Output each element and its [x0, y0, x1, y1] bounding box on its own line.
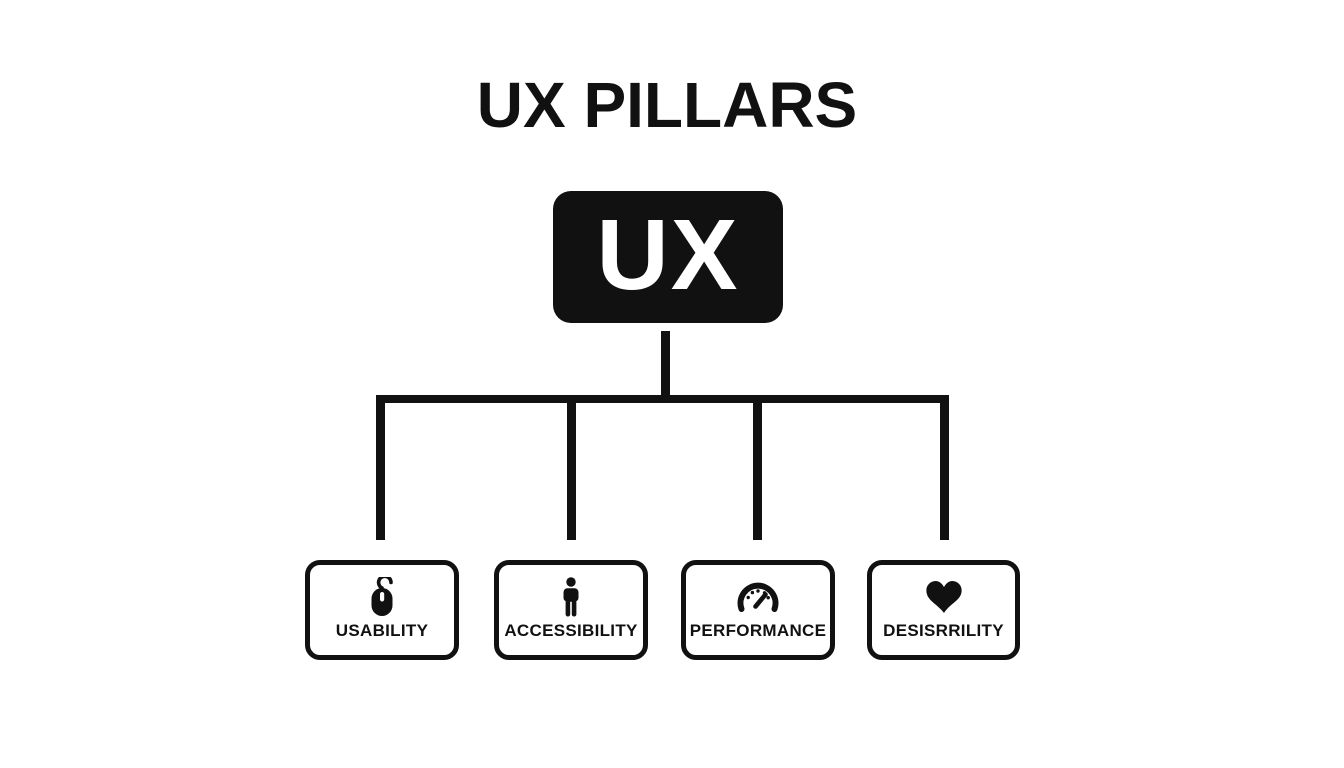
connector-drop-usability — [376, 395, 385, 540]
pillar-label-performance: PERFORMANCE — [689, 621, 827, 641]
connector-horizontal — [376, 395, 949, 403]
connector-stem — [661, 331, 670, 403]
mouse-icon — [367, 577, 397, 617]
root-node-label: UX — [596, 199, 740, 311]
pillar-usability: USABILITY — [305, 560, 459, 660]
connector-drop-performance — [753, 395, 762, 540]
pillar-label-desirability: DESISRRILITY — [883, 621, 1004, 641]
diagram-title: UX PILLARS — [476, 69, 858, 141]
pillar-performance: PERFORMANCE — [681, 560, 835, 660]
gauge-icon — [734, 577, 782, 617]
pillar-accessibility: ACCESSIBILITY — [494, 560, 648, 660]
connector-drop-accessibility — [567, 395, 576, 540]
root-node-ux: UX — [553, 191, 783, 323]
connector-drop-desirability — [940, 395, 949, 540]
heart-icon — [925, 577, 963, 617]
pillar-label-accessibility: ACCESSIBILITY — [504, 621, 638, 641]
pillar-desirability: DESISRRILITY — [867, 560, 1020, 660]
pillar-label-usability: USABILITY — [335, 621, 429, 641]
person-icon — [558, 577, 584, 617]
